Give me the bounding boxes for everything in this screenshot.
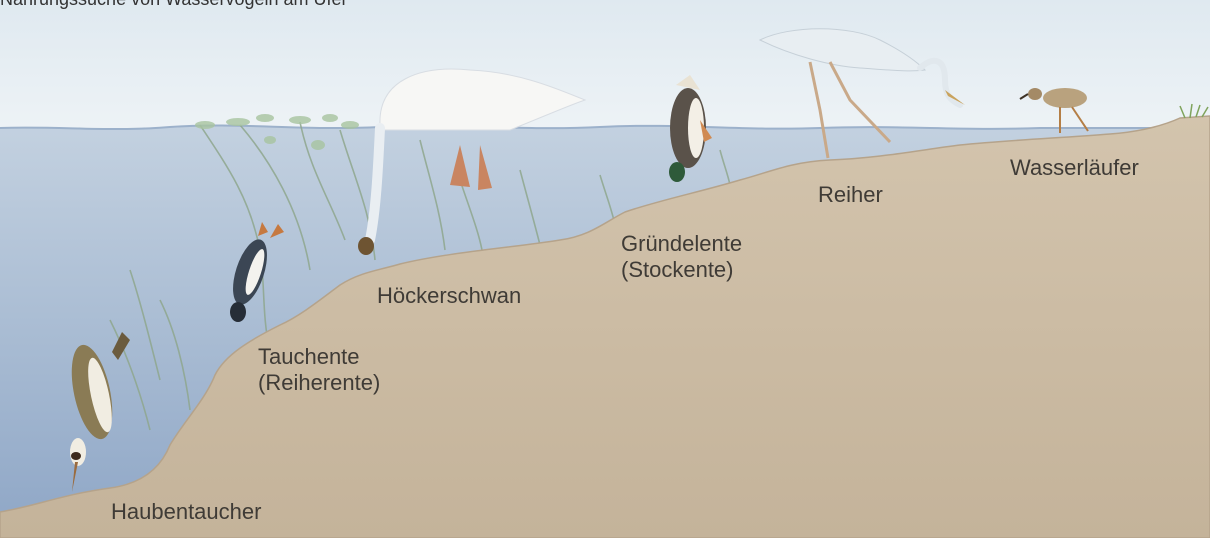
label-haubentaucher: Haubentaucher: [111, 499, 261, 525]
label-gruendelente-line1: Gründelente: [621, 231, 742, 257]
label-tauchente-line1: Tauchente: [258, 344, 380, 370]
label-haubentaucher-text: Haubentaucher: [111, 499, 261, 525]
label-hoeckerschwan: Höckerschwan: [377, 283, 521, 309]
label-tauchente-line2: (Reiherente): [258, 370, 380, 396]
label-wasserlaeufer: Wasserläufer: [1010, 155, 1139, 181]
label-gruendelente-line2: (Stockente): [621, 257, 742, 283]
cropped-caption-text: Nahrungssuche von Wasservögeln am Ufer: [0, 0, 348, 12]
label-wasserlaeufer-text: Wasserläufer: [1010, 155, 1139, 181]
cropped-caption: Nahrungssuche von Wasservögeln am Ufer: [0, 0, 600, 12]
label-gruendelente: Gründelente (Stockente): [621, 231, 742, 283]
label-tauchente: Tauchente (Reiherente): [258, 344, 380, 396]
sky: [0, 0, 1210, 135]
label-hoeckerschwan-text: Höckerschwan: [377, 283, 521, 309]
label-reiher-text: Reiher: [818, 182, 883, 208]
label-reiher: Reiher: [818, 182, 883, 208]
